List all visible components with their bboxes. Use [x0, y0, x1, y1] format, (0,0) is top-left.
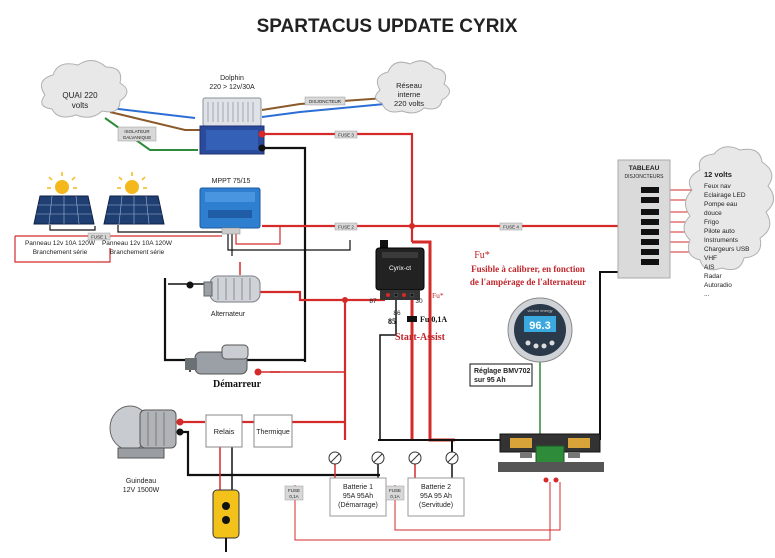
circuit-item: Feux nav	[704, 183, 731, 190]
tableau-subtitle: DISJONCTEURS	[625, 174, 665, 180]
quai-label-2: volts	[72, 101, 88, 110]
fuse1-label: FUSE 1	[91, 235, 107, 240]
cyrix-label: Cyrix-ct	[389, 265, 411, 272]
guindeau: Guindeau 12V 1500W	[109, 405, 184, 494]
fuse-01a-a-label-2: 0,1A	[289, 494, 298, 499]
panel2-label-2: Branchement série	[110, 249, 165, 256]
panel1-label-2: Branchement série	[33, 249, 88, 256]
mppt-controller: MPPT 75/15	[199, 178, 261, 235]
battery-1: Batterie 1 95A 95Ah (Démarrage)	[328, 451, 387, 517]
fusible-note-line1: Fusible à calibrer, en fonction	[471, 264, 585, 274]
isolateur-label-1: ISOLATEUR	[124, 129, 150, 134]
bmv-brand: victron energy	[527, 308, 552, 313]
panel1-label-1: Panneau 12v 10A 120W	[25, 240, 96, 247]
fu-star-label: Fu*	[432, 291, 444, 300]
isolateur-galvanique: ISOLATEUR GALVANIQUE	[117, 126, 157, 142]
reseau-interne-cloud: Réseau interne 220 volts	[375, 60, 450, 114]
fu-01a-label: Fu 0,1A	[420, 315, 447, 324]
shunt	[498, 433, 604, 483]
isolateur-label-2: GALVANIQUE	[123, 135, 152, 140]
circuit-item: Instruments	[704, 237, 739, 244]
demarreur: Démarreur	[185, 344, 262, 390]
fuse-tags: FUSE 3 FUSE 2 FUSE 1 FUSE 4	[87, 130, 523, 241]
battery1-label-2: 95A 95Ah	[343, 493, 373, 500]
reseau-label-2: interne	[398, 90, 421, 99]
circuit-item: Radar	[704, 273, 723, 280]
fu-01a-fuse	[407, 316, 417, 322]
disjoncteur-label: DISJONCTEUR	[309, 99, 342, 104]
circuits-cloud: 12 volts Feux nav Eclairage LED Pompe ea…	[683, 146, 774, 298]
pin-30-label: 30	[415, 298, 423, 305]
circuit-item: Pompe eau	[704, 201, 738, 208]
diagram-title: SPARTACUS UPDATE CYRIX	[257, 16, 518, 37]
battery2-label-2: 95A 95 Ah	[420, 493, 452, 500]
fuse2-box	[334, 222, 358, 231]
battery-2: Batterie 2 95A 95 Ah (Servitude)	[407, 451, 465, 517]
pin-85-label: 85	[388, 317, 396, 326]
thermique-label: Thermique	[256, 429, 290, 436]
reseau-label-1: Réseau	[396, 81, 422, 90]
tableau-disjoncteurs: TABLEAU DISJONCTEURS	[617, 159, 671, 279]
panel2-label-1: Panneau 12v 10A 120W	[102, 240, 173, 247]
circuit-item: Chargeurs USB	[704, 246, 750, 253]
dolphin-charger: Dolphin 220 > 12v/30A	[199, 75, 265, 155]
dolphin-label-1: Dolphin	[220, 75, 244, 82]
battery2-label-3: (Servitude)	[419, 502, 453, 509]
circuit-item: AIS	[704, 264, 715, 271]
demarreur-label: Démarreur	[213, 379, 262, 390]
fuse2-label: FUSE 2	[338, 225, 354, 230]
pin-86-label: 86	[393, 310, 401, 317]
fuse3-box	[334, 130, 358, 139]
tableau-title: TABLEAU	[629, 165, 660, 172]
guindeau-label-2: 12V 1500W	[123, 487, 160, 494]
fuse4-box	[499, 222, 523, 231]
pin-87-label: 87	[369, 298, 377, 305]
bmv-setting-1: Réglage BMV702	[474, 368, 531, 375]
circuit-item: Autoradio	[704, 282, 732, 289]
fusible-note-line2: de l'ampérage de l'alternateur	[470, 277, 586, 287]
circuit-item: Frigo	[704, 219, 719, 226]
battery1-label-3: (Démarrage)	[338, 502, 378, 509]
reseau-label-3: 220 volts	[394, 99, 424, 108]
relais-label: Relais	[214, 427, 235, 436]
circuit-item: ...	[704, 291, 710, 298]
fusible-note-title: Fu*	[474, 250, 490, 261]
solar-panel-1: Panneau 12v 10A 120W Branchement série	[25, 172, 96, 256]
dolphin-label-2: 220 > 12v/30A	[209, 84, 255, 91]
alternateur: Alternateur	[203, 275, 261, 318]
battery1-label-1: Batterie 1	[343, 484, 373, 491]
circuit-item: douce	[704, 210, 722, 217]
quai-220-cloud: QUAI 220 volts	[40, 60, 128, 118]
thermique-box: Thermique	[253, 414, 293, 448]
guindeau-label-1: Guindeau	[126, 478, 156, 485]
fuse-01a-a-label-1: FUSE	[288, 488, 300, 493]
circuits-title: 12 volts	[704, 170, 732, 179]
bmv-setting-2: sur 95 Ah	[474, 377, 506, 384]
disjoncteur-tag: DISJONCTEUR	[304, 96, 346, 106]
circuit-item: VHF	[704, 255, 717, 262]
bmv702-monitor: victron energy 96.3 Réglage BMV702 sur 9…	[469, 297, 573, 387]
solar-panel-2: Panneau 12v 10A 120W Branchement série	[102, 172, 173, 256]
fuse3-label: FUSE 3	[338, 133, 354, 138]
fuse1-box	[87, 232, 111, 241]
fuse4-label: FUSE 4	[503, 225, 519, 230]
alternateur-label: Alternateur	[211, 311, 246, 318]
fuse-01a-b-label-2: 0,1A	[390, 494, 399, 499]
quai-label-1: QUAI 220	[62, 91, 98, 100]
circuit-item: Eclairage LED	[704, 192, 746, 199]
battery2-label-1: Batterie 2	[421, 484, 451, 491]
windlass-remote	[212, 489, 240, 552]
relais-box: Relais	[205, 414, 243, 448]
mppt-label: MPPT 75/15	[212, 178, 251, 185]
fuse-01a-tags: FUSE 0,1A FUSE 0,1A	[284, 485, 405, 501]
cyrix-relay: Cyrix-ct 87 30 86 85 Fu* Fu 0,1A Start-A…	[369, 240, 447, 343]
start-assist-label: Start-Assist	[395, 332, 446, 343]
fusible-note: Fu* Fusible à calibrer, en fonction de l…	[470, 250, 586, 287]
circuit-item: Pilote auto	[704, 228, 735, 235]
bmv-readout: 96.3	[529, 320, 550, 332]
fuse-01a-b-label-1: FUSE	[389, 488, 401, 493]
